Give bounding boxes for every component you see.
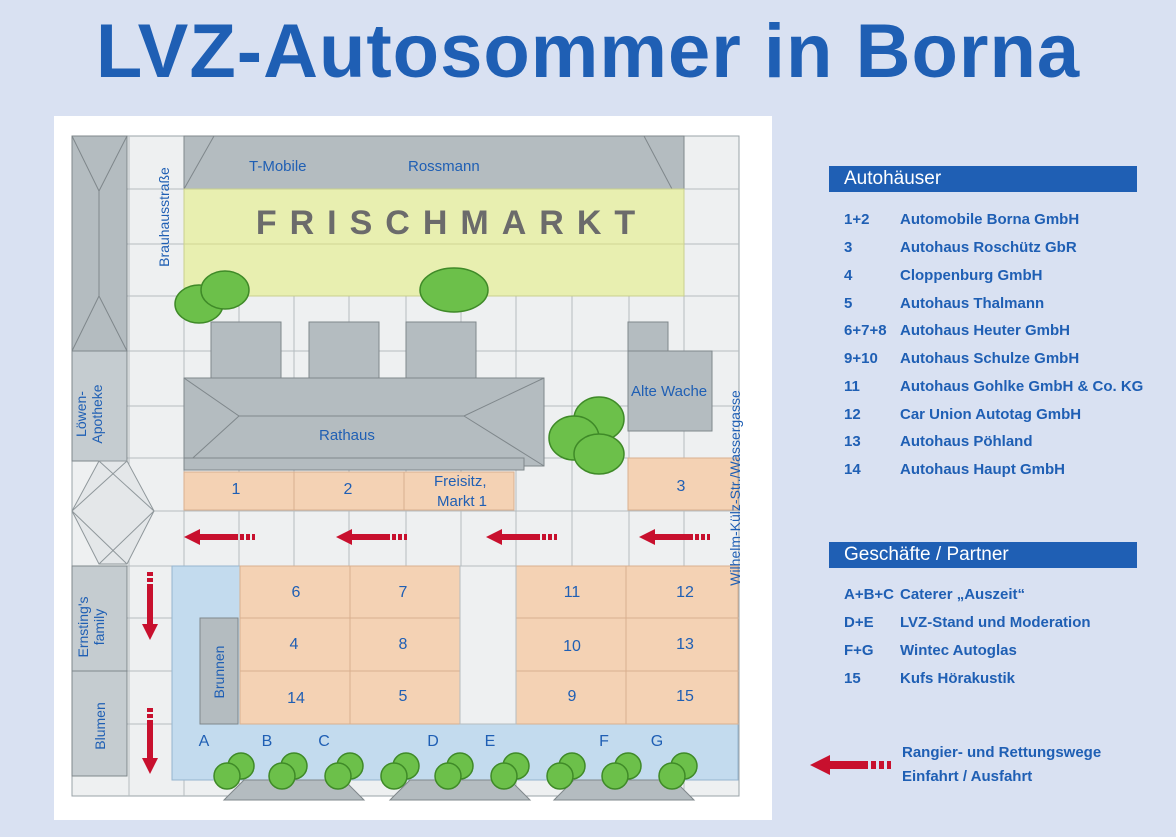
stand-2: 2 xyxy=(343,481,353,498)
stand-10: 10 xyxy=(563,638,581,655)
label-alte-wache: Alte Wache xyxy=(631,383,708,400)
stand-12: 12 xyxy=(676,584,694,601)
stand-13: 13 xyxy=(676,636,694,653)
stand-8: 8 xyxy=(398,636,408,653)
stand-4: 4 xyxy=(289,636,299,653)
partner-C: C xyxy=(318,733,330,750)
partner-D: D xyxy=(427,733,439,750)
stand-14: 14 xyxy=(287,690,305,707)
label-rathaus: Rathaus xyxy=(319,427,375,444)
market-map: Brauhausstraße Löwen- Apotheke Ernsting'… xyxy=(54,116,772,820)
label-rossmann: Rossmann xyxy=(408,158,480,175)
label-freisitz-2: Markt 1 xyxy=(437,493,488,510)
street-wilhelm-kuelz: Wilhelm-Külz-Str./Wassergasse xyxy=(727,390,743,586)
legend-routes-line2: Einfahrt / Ausfahrt xyxy=(902,768,1033,785)
building-loewen-apotheke: Löwen- Apotheke xyxy=(73,384,105,444)
partner-G: G xyxy=(650,733,664,750)
stand-5: 5 xyxy=(398,688,408,705)
stand-9: 9 xyxy=(567,688,577,705)
stand-3: 3 xyxy=(676,478,686,495)
map-graphics xyxy=(71,135,740,801)
partner-A: A xyxy=(198,733,210,750)
page-title: LVZ-Autosommer in Borna xyxy=(95,9,1081,94)
stand-6: 6 xyxy=(291,584,301,601)
legend-autohaeuser-header: Autohäuser xyxy=(829,166,1137,192)
shop-blumen: Blumen xyxy=(92,702,108,750)
brunnen-label: Brunnen xyxy=(211,645,227,699)
label-freisitz-1: Freisitz, xyxy=(434,473,487,490)
partner-E: E xyxy=(484,733,496,750)
legend-partner-header: Geschäfte / Partner xyxy=(829,542,1137,568)
label-tmobile: T-Mobile xyxy=(249,158,307,175)
partner-B: B xyxy=(261,733,273,750)
stand-11: 11 xyxy=(563,584,581,601)
label-frischmarkt: FRISCHMARKT xyxy=(255,204,649,242)
shop-ernstings-family: Ernsting's family xyxy=(75,596,107,658)
stand-1: 1 xyxy=(231,481,241,498)
stand-15: 15 xyxy=(676,688,694,705)
partner-F: F xyxy=(599,733,609,750)
street-brauhausstrasse: Brauhausstraße xyxy=(156,167,172,267)
stand-7: 7 xyxy=(398,584,408,601)
legend-routes-line1: Rangier- und Rettungswege xyxy=(902,744,1102,761)
legend-route-arrow-icon xyxy=(810,755,891,775)
